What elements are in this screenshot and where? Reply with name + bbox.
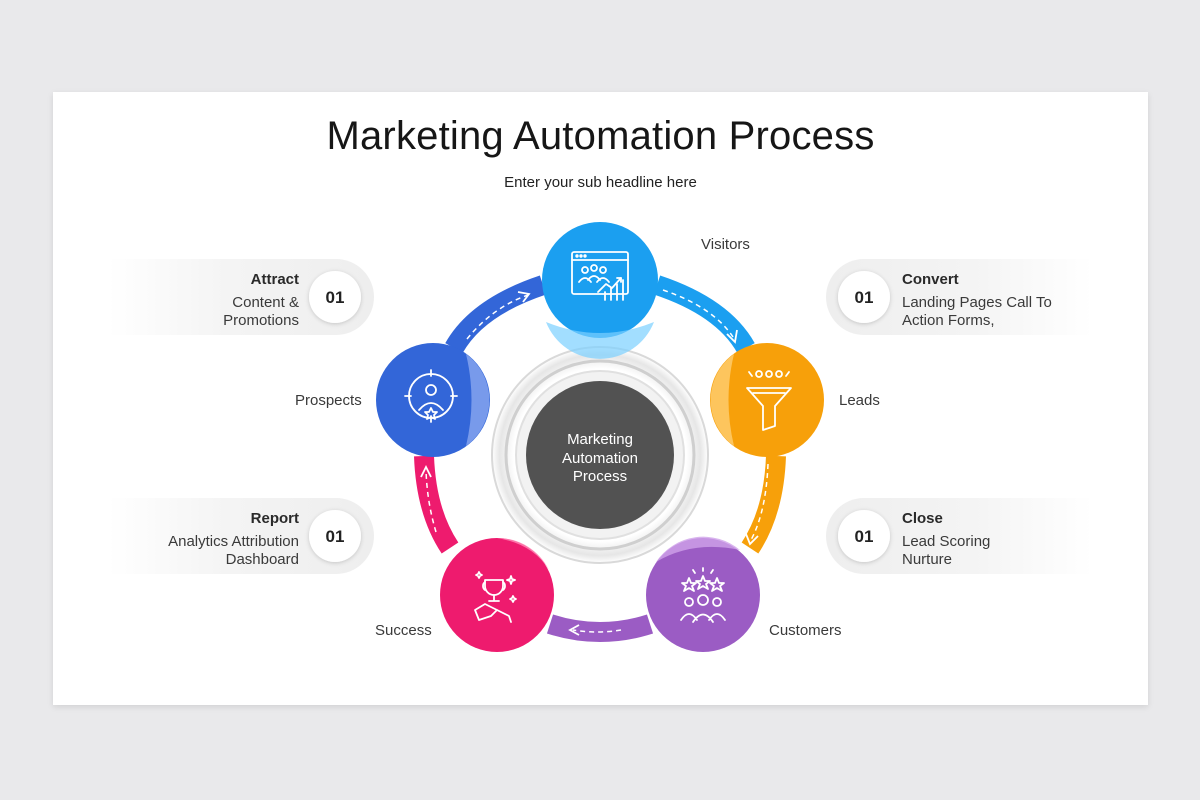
center-line-2: Automation xyxy=(562,450,638,467)
arrowhead-customers-success xyxy=(568,624,580,636)
stage-prospects-highlight xyxy=(466,354,490,446)
center-disc xyxy=(526,381,674,529)
slide: Marketing Automation Process Enter your … xyxy=(53,92,1148,705)
stage-prospects-label: Prospects xyxy=(295,392,362,409)
arc-leads-customers-dashes xyxy=(750,463,769,541)
card-attract-number: 01 xyxy=(326,288,345,307)
arc-customers-success-dashes xyxy=(572,629,622,633)
arc-customers-success xyxy=(546,614,654,642)
arc-success-prospects xyxy=(414,455,459,554)
target-person-icon xyxy=(404,369,458,423)
card-close-line-1: Lead Scoring xyxy=(902,533,990,550)
card-close: 01 Close Lead Scoring Nurture xyxy=(826,498,1093,574)
stage-customers-highlight xyxy=(656,536,740,562)
card-report-line-2: Dashboard xyxy=(226,551,299,568)
card-attract-line-1: Content & xyxy=(232,294,299,311)
card-report-title: Report xyxy=(251,510,299,527)
card-convert-title: Convert xyxy=(902,271,959,288)
card-attract-line-2: Promotions xyxy=(223,312,299,329)
card-convert: 01 Convert Landing Pages Call To Action … xyxy=(826,259,1093,335)
cycle-arrows xyxy=(414,275,786,642)
card-convert-line-1: Landing Pages Call To xyxy=(902,294,1052,311)
stage-leads-circle xyxy=(710,343,824,457)
stage-prospects: Prospects xyxy=(295,343,490,457)
card-convert-background xyxy=(826,259,1093,335)
trophy-icon xyxy=(474,571,517,623)
stage-visitors-label: Visitors xyxy=(701,236,750,253)
stage-prospects-circle xyxy=(376,343,490,457)
stage-success-label: Success xyxy=(375,622,432,639)
stage-customers: Customers xyxy=(646,536,842,652)
arc-prospects-visitors xyxy=(445,275,547,354)
card-attract-title: Attract xyxy=(251,271,299,288)
arrowhead-leads-customers xyxy=(745,533,759,546)
card-attract-number-circle xyxy=(309,271,361,323)
slide-subtitle: Enter your sub headline here xyxy=(504,174,697,191)
customers-stars-icon xyxy=(680,567,726,623)
arrowhead-prospects-visitors xyxy=(517,291,531,303)
stage-visitors-highlight xyxy=(546,322,654,359)
process-diagram: 01 Attract Content & Promotions 01 Repor… xyxy=(108,222,1093,652)
stage-success-highlight xyxy=(497,537,549,570)
card-report: 01 Report Analytics Attribution Dashboar… xyxy=(108,498,374,574)
analytics-dashboard-icon xyxy=(571,251,629,301)
card-close-number: 01 xyxy=(855,527,874,546)
arc-success-prospects-dashes xyxy=(425,469,437,533)
card-convert-number-circle xyxy=(838,271,890,323)
stage-customers-label: Customers xyxy=(769,622,842,639)
funnel-icon xyxy=(746,370,792,431)
arc-visitors-leads-dashes xyxy=(662,289,734,338)
card-report-number: 01 xyxy=(326,527,345,546)
card-attract-background xyxy=(108,259,374,335)
stage-leads: Leads xyxy=(710,343,880,457)
card-attract: 01 Attract Content & Promotions xyxy=(108,259,374,335)
card-convert-line-2: Action Forms, xyxy=(902,312,995,329)
stage-visitors: Visitors xyxy=(542,222,750,359)
center-line-1: Marketing xyxy=(567,431,633,448)
card-close-background xyxy=(826,498,1093,574)
slide-title: Marketing Automation Process xyxy=(326,114,875,158)
center-line-3: Process xyxy=(573,468,627,485)
card-report-background xyxy=(108,498,374,574)
card-close-title: Close xyxy=(902,510,943,527)
card-report-line-1: Analytics Attribution xyxy=(168,533,299,550)
arrowhead-success-prospects xyxy=(420,464,432,478)
arc-visitors-leads xyxy=(653,275,755,354)
card-close-number-circle xyxy=(838,510,890,562)
card-report-number-circle xyxy=(309,510,361,562)
card-close-line-2: Nurture xyxy=(902,551,952,568)
arrowhead-visitors-leads xyxy=(726,329,738,344)
center-inner-ring xyxy=(504,359,696,551)
stage-success: Success xyxy=(375,537,554,652)
stage-leads-label: Leads xyxy=(839,392,880,409)
center-hub: Marketing Automation Process xyxy=(491,346,709,564)
stage-leads-highlight xyxy=(710,354,734,446)
arc-prospects-visitors-dashes xyxy=(466,294,529,340)
arc-leads-customers xyxy=(741,455,786,554)
card-convert-number: 01 xyxy=(855,288,874,307)
